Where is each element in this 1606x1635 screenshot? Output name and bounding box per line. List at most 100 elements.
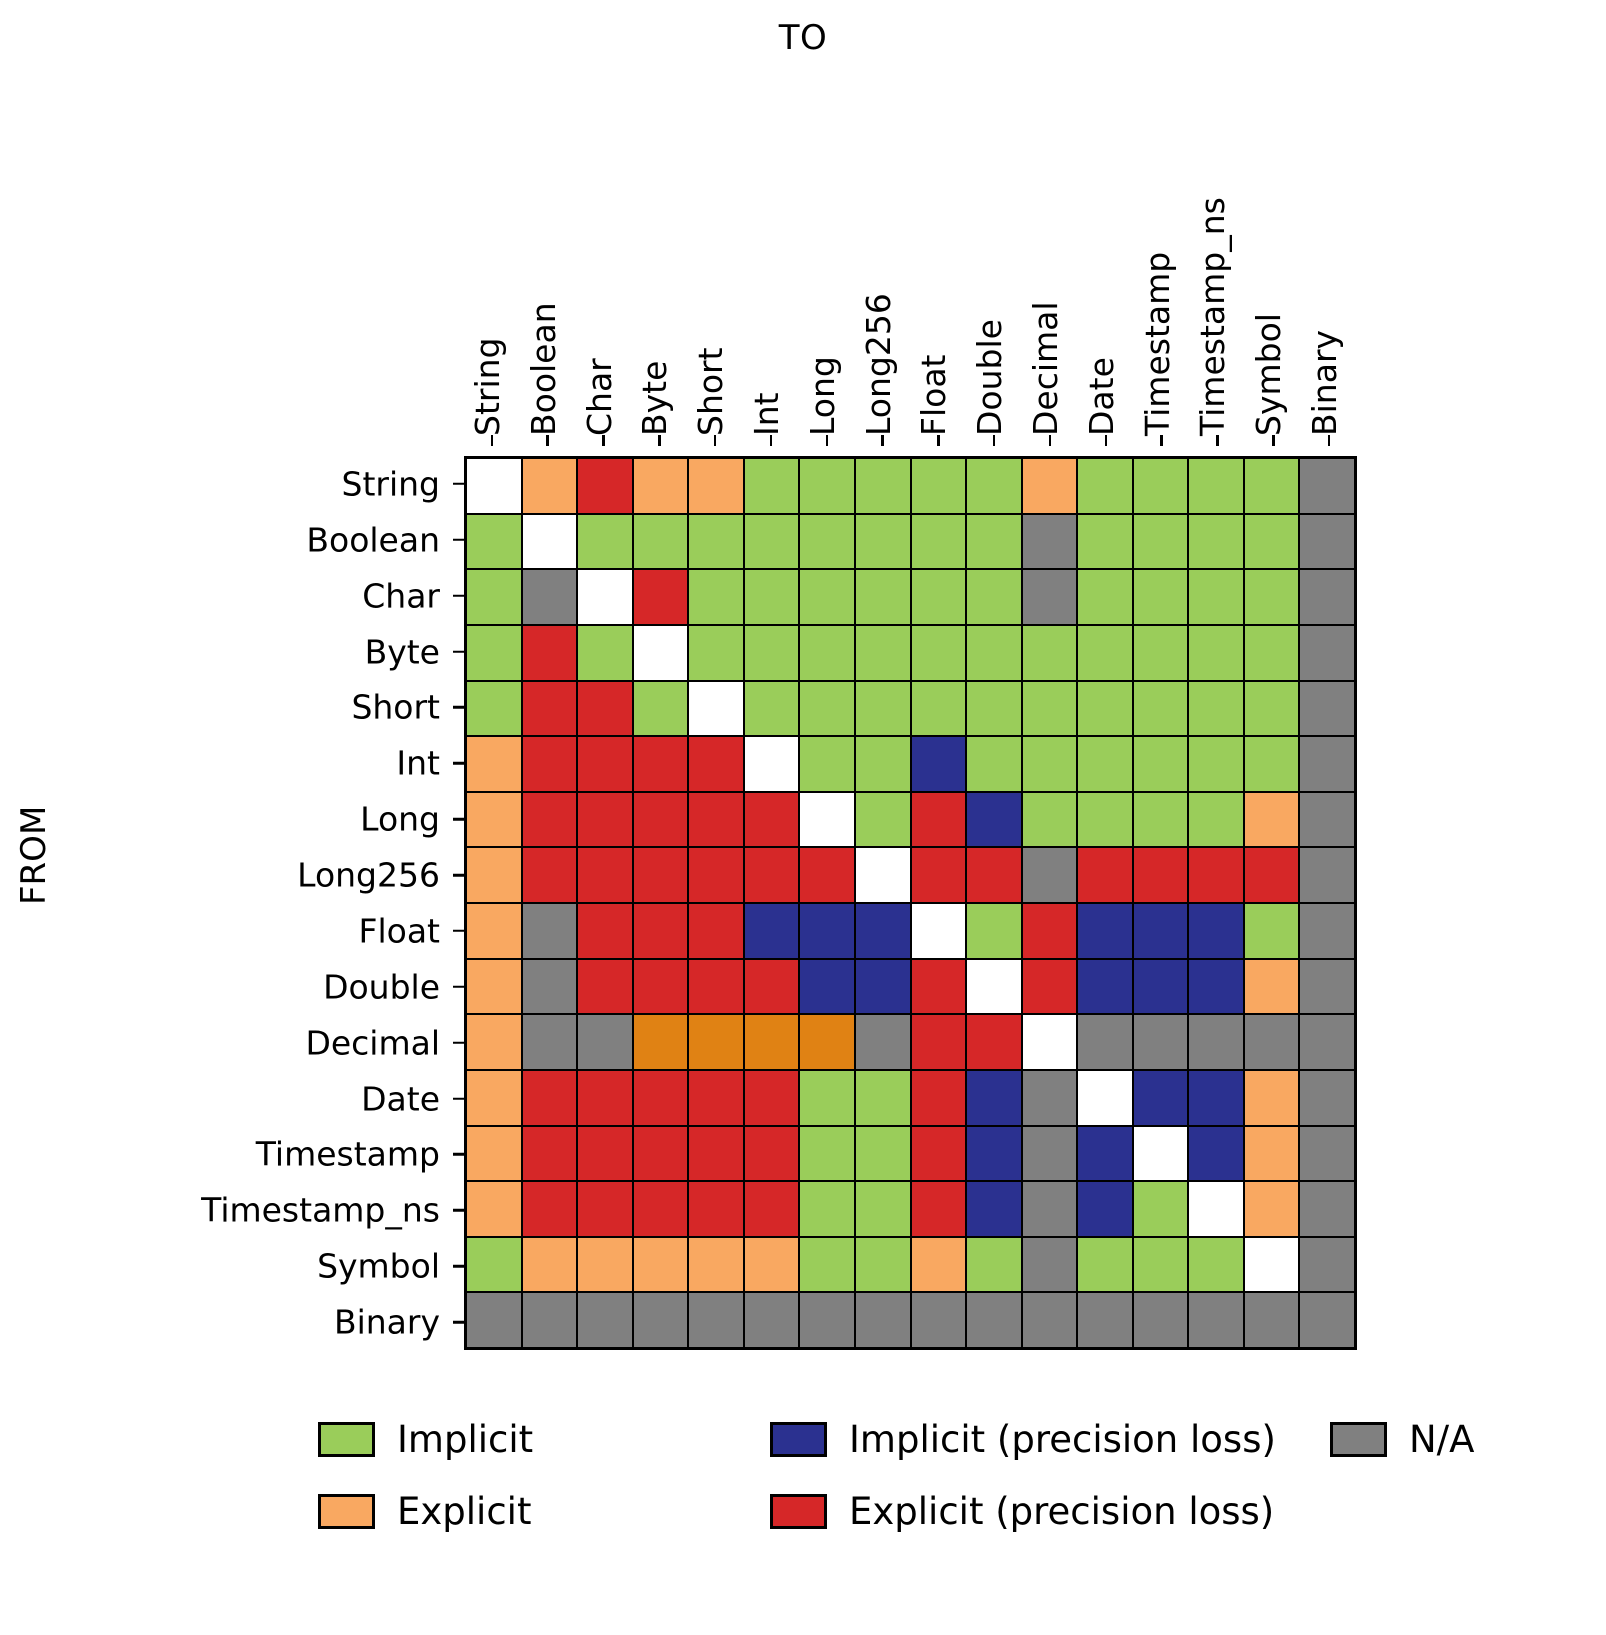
matrix-cell xyxy=(800,459,854,513)
matrix-cell xyxy=(855,1070,910,1125)
column-tick xyxy=(1272,435,1275,446)
row-label-long256: Long256 xyxy=(297,855,440,895)
legend-swatch-explicit-precision-loss xyxy=(770,1494,827,1529)
matrix-cell xyxy=(689,1237,743,1292)
column-tick xyxy=(1327,435,1331,446)
row-tick xyxy=(453,985,464,989)
column-tick xyxy=(825,435,829,446)
matrix-cell xyxy=(467,1237,521,1292)
matrix-cell xyxy=(578,570,632,624)
matrix-cell xyxy=(911,1182,966,1236)
matrix-cell xyxy=(1022,625,1077,680)
legend: Implicit Explicit Implicit (precision lo… xyxy=(318,1413,1548,1593)
matrix-cell xyxy=(1189,1237,1243,1292)
row-label-string: String xyxy=(341,464,440,504)
matrix-cell xyxy=(1133,1293,1188,1347)
matrix-cell xyxy=(800,681,854,736)
legend-label-explicit-precision-loss: Explicit (precision loss) xyxy=(849,1490,1275,1533)
column-tick xyxy=(769,435,773,446)
matrix-cell xyxy=(744,1126,799,1181)
matrix-cell xyxy=(911,848,966,902)
matrix-cell xyxy=(1078,848,1132,902)
matrix-cell xyxy=(744,737,799,791)
column-tick xyxy=(713,435,717,446)
matrix-cell xyxy=(855,1237,910,1292)
row-tick xyxy=(453,762,464,765)
matrix-cell xyxy=(633,1015,688,1069)
column-label-binary: Binary xyxy=(1305,329,1345,436)
matrix-cell xyxy=(1300,1015,1354,1069)
matrix-cell xyxy=(1189,625,1243,680)
row-label-char: Char xyxy=(362,576,440,616)
matrix-cell xyxy=(1022,737,1077,791)
column-label-long256: Long256 xyxy=(858,293,898,436)
matrix-cell xyxy=(855,1015,910,1069)
matrix-cell xyxy=(1022,514,1077,569)
matrix-cell xyxy=(633,514,688,569)
matrix-cell xyxy=(467,792,521,847)
matrix-cell xyxy=(744,904,799,958)
matrix-cell xyxy=(800,1126,854,1181)
row-tick xyxy=(453,1209,464,1212)
matrix-cell xyxy=(855,1182,910,1236)
legend-item-explicit-precision-loss: Explicit (precision loss) xyxy=(770,1493,1274,1530)
matrix-cell xyxy=(578,959,632,1014)
matrix-cell xyxy=(1300,570,1354,624)
column-tick xyxy=(937,435,940,446)
matrix-cell xyxy=(578,848,632,902)
matrix-cell xyxy=(689,1182,743,1236)
matrix-cell xyxy=(744,1237,799,1292)
matrix-cell xyxy=(1022,570,1077,624)
matrix-cell xyxy=(1300,514,1354,569)
matrix-cell xyxy=(1189,1126,1243,1181)
matrix-cell xyxy=(1300,625,1354,680)
matrix-cell xyxy=(1244,848,1299,902)
matrix-cell xyxy=(855,570,910,624)
matrix-cell xyxy=(1022,1070,1077,1125)
column-label-char: Char xyxy=(579,358,619,436)
matrix-cell xyxy=(1300,737,1354,791)
matrix-cell xyxy=(800,1015,854,1069)
matrix-cell xyxy=(911,1293,966,1347)
matrix-cell xyxy=(744,459,799,513)
matrix-cell xyxy=(689,737,743,791)
row-tick xyxy=(453,1041,464,1044)
matrix-cell xyxy=(689,459,743,513)
row-label-float: Float xyxy=(358,911,440,951)
matrix-cell xyxy=(967,959,1021,1014)
matrix-cell xyxy=(967,1182,1021,1236)
matrix-cell xyxy=(1133,792,1188,847)
matrix-cell xyxy=(467,625,521,680)
row-tick xyxy=(453,650,464,653)
column-label-timestamp_ns: Timestamp_ns xyxy=(1193,197,1233,436)
matrix-cell xyxy=(800,792,854,847)
matrix-cell xyxy=(633,1182,688,1236)
matrix-cell xyxy=(1133,904,1188,958)
matrix-cell xyxy=(744,681,799,736)
matrix-cell xyxy=(1244,959,1299,1014)
matrix-cell xyxy=(1189,848,1243,902)
matrix-cell xyxy=(467,681,521,736)
matrix-cell xyxy=(1300,959,1354,1014)
row-label-timestamp: Timestamp xyxy=(255,1134,440,1174)
matrix-cell xyxy=(522,737,577,791)
matrix-cell xyxy=(1133,959,1188,1014)
matrix-cell xyxy=(1133,681,1188,736)
matrix-cell xyxy=(1133,1070,1188,1125)
matrix-cell xyxy=(744,1182,799,1236)
column-label-symbol: Symbol xyxy=(1249,313,1289,436)
column-label-byte: Byte xyxy=(635,360,675,436)
matrix-cell xyxy=(1189,737,1243,791)
matrix-cell xyxy=(522,625,577,680)
matrix-cell xyxy=(1078,904,1132,958)
matrix-cell xyxy=(578,514,632,569)
matrix-cell xyxy=(467,1126,521,1181)
matrix-cell xyxy=(855,904,910,958)
matrix-cell xyxy=(1244,1070,1299,1125)
row-tick xyxy=(453,1264,464,1268)
matrix-cell xyxy=(1189,459,1243,513)
column-tick xyxy=(546,435,549,446)
row-tick xyxy=(453,1320,464,1324)
column-label-float: Float xyxy=(914,354,954,436)
